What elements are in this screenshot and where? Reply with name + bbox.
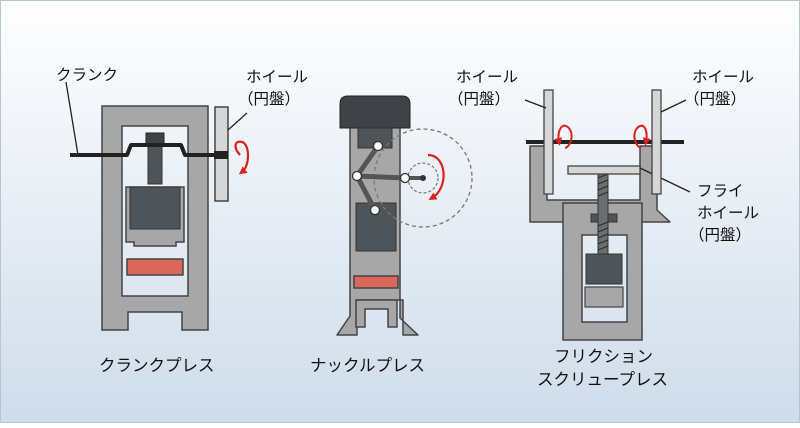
crank-rotation-arrow	[234, 140, 250, 175]
friction-flywheel-leader	[639, 167, 691, 193]
friction-wheel-right-label-1: ホイール	[692, 68, 754, 86]
crank-shaft-end	[214, 151, 228, 159]
knuckle-rotation-arrow	[427, 153, 445, 201]
friction-slide-block	[585, 253, 623, 285]
knuckle-header	[339, 95, 411, 129]
crank-die	[126, 258, 184, 276]
knuckle-joint-drive	[399, 172, 411, 184]
friction-wheel-right-leader	[660, 99, 687, 113]
friction-wheel-left-leader	[524, 99, 547, 109]
crank-label-leader	[65, 81, 79, 156]
knuckle-joint-bottom	[369, 204, 381, 216]
crank-slide-block	[129, 186, 181, 230]
crank-wheel-label-2: （円盤）	[238, 90, 300, 108]
crank-press: クランク ホイール （円盤） クランクプレス	[56, 66, 308, 375]
knuckle-press-caption: ナックルプレス	[310, 356, 425, 375]
knuckle-flywheel-outline	[373, 128, 473, 228]
friction-screw-threads	[597, 173, 609, 251]
knuckle-crank-center	[420, 175, 426, 181]
crank-wheel-label-1: ホイール	[246, 68, 308, 86]
friction-wheel-right	[651, 89, 662, 195]
crank-press-frame	[101, 105, 209, 331]
friction-wheel-left	[543, 89, 554, 195]
crank-label: クランク	[56, 66, 118, 84]
friction-press-caption-2: スクリュープレス	[537, 370, 668, 389]
friction-screw-press: ホイール （円盤） ホイール （円盤） フライ ホイール （円盤） フリクション…	[448, 68, 759, 389]
friction-die	[584, 286, 624, 308]
friction-flywheel	[567, 165, 641, 175]
knuckle-link-drive	[356, 173, 406, 181]
knuckle-joint-middle	[351, 170, 363, 182]
friction-wheel-left-label-1: ホイール	[456, 68, 518, 86]
friction-wheel-left-label-2: （円盤）	[448, 90, 510, 108]
friction-rotation-arrow-left	[554, 124, 573, 149]
knuckle-joint-top	[372, 140, 384, 152]
crank-shaft	[70, 143, 218, 157]
friction-rotation-arrow-right	[633, 124, 651, 149]
crank-press-caption: クランクプレス	[99, 356, 215, 375]
friction-wheel-right-label-2: （円盤）	[684, 90, 746, 108]
friction-fly-label-1: フライ	[697, 182, 744, 200]
friction-fly-label-2: ホイール	[697, 204, 759, 222]
knuckle-link-lower	[354, 174, 378, 212]
knuckle-link-upper	[354, 144, 381, 178]
friction-fly-label-3: （円盤）	[689, 226, 751, 244]
knuckle-bolster	[355, 299, 398, 328]
knuckle-press: ナックルプレス	[310, 95, 473, 375]
crank-wheel-leader	[227, 112, 248, 131]
knuckle-die	[353, 275, 399, 289]
friction-press-caption-1: フリクション	[554, 347, 653, 366]
